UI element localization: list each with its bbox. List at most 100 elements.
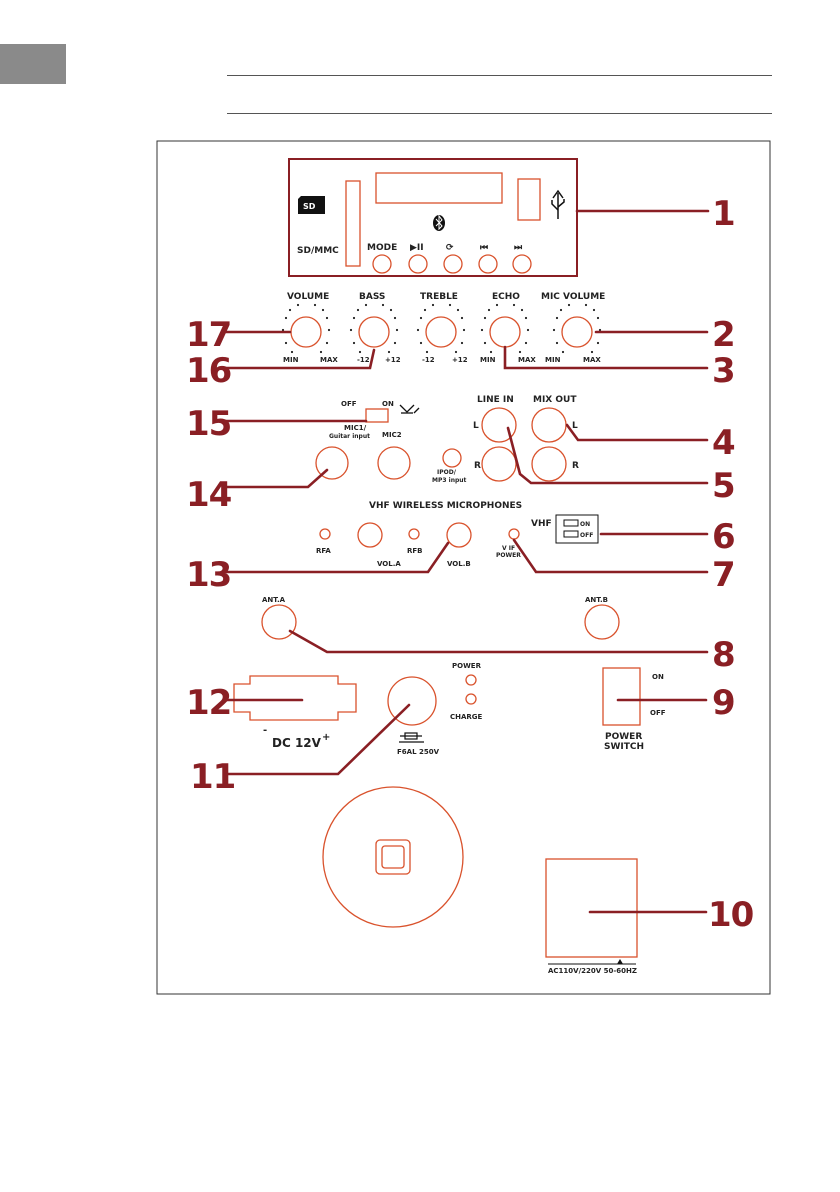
mix-out-label: MIX OUT bbox=[533, 395, 577, 405]
mic-volume-knob[interactable] bbox=[561, 316, 593, 348]
rfb-led bbox=[408, 528, 420, 540]
callout-9: 9 bbox=[712, 683, 735, 723]
treble-min: -12 bbox=[422, 356, 435, 364]
line-in-l-label: L bbox=[473, 421, 479, 431]
callout-2: 2 bbox=[712, 315, 735, 355]
repeat-button[interactable] bbox=[443, 254, 463, 274]
vocal-switch-off: OFF bbox=[341, 400, 357, 408]
mix-out-r-jack[interactable] bbox=[531, 446, 567, 482]
power-switch[interactable] bbox=[602, 667, 641, 726]
prev-button[interactable] bbox=[478, 254, 498, 274]
display-window bbox=[375, 172, 503, 204]
power-switch-label-1: POWER bbox=[605, 732, 642, 742]
callout-17: 17 bbox=[186, 315, 231, 355]
vhf-switch[interactable] bbox=[555, 514, 599, 544]
volume-knob[interactable] bbox=[290, 316, 322, 348]
mic1-jack[interactable] bbox=[315, 446, 349, 480]
charge-led-label: CHARGE bbox=[450, 713, 483, 721]
rfa-label: RFA bbox=[316, 547, 331, 555]
play-pause-label: ▶II bbox=[410, 243, 424, 253]
ipod-sub-label: MP3 input bbox=[432, 477, 467, 484]
ant-b-connector bbox=[584, 604, 620, 640]
callout-8: 8 bbox=[712, 635, 735, 675]
vol-a-label: VOL.A bbox=[377, 560, 401, 568]
vhf-power-label-2: POWER bbox=[496, 552, 521, 559]
prev-label: ⏮ bbox=[480, 243, 488, 253]
media-module bbox=[288, 158, 578, 277]
callout-6: 6 bbox=[712, 517, 735, 557]
mix-out-r-label: R bbox=[572, 461, 579, 471]
mode-button[interactable] bbox=[372, 254, 392, 274]
ant-a-label: ANT.A bbox=[262, 596, 286, 604]
volume-min: MIN bbox=[283, 356, 299, 364]
mix-out-l-jack[interactable] bbox=[531, 407, 567, 443]
callout-lines bbox=[220, 209, 710, 914]
volume-max: MAX bbox=[320, 356, 338, 364]
next-button[interactable] bbox=[512, 254, 532, 274]
vocal-cut-icon bbox=[399, 404, 420, 414]
echo-min: MIN bbox=[480, 356, 496, 364]
callout-14: 14 bbox=[186, 475, 232, 515]
ipod-label: IPOD/ bbox=[437, 469, 457, 476]
section-tab bbox=[0, 44, 66, 84]
ant-b-label: ANT.B bbox=[585, 596, 608, 604]
mic2-jack[interactable] bbox=[377, 446, 411, 480]
svg-text:SD: SD bbox=[303, 202, 316, 211]
power-switch-off: OFF bbox=[650, 709, 666, 717]
dc-socket bbox=[233, 675, 357, 721]
mic-volume-label: MIC VOLUME bbox=[541, 292, 605, 302]
charge-led bbox=[465, 693, 477, 705]
mic1-sub-label: Guitar input bbox=[329, 433, 370, 440]
mix-out-l-label: L bbox=[572, 421, 578, 431]
vhf-power-label-1: V IF bbox=[502, 545, 515, 552]
callout-12: 12 bbox=[186, 683, 231, 723]
mic-volume-min: MIN bbox=[545, 356, 561, 364]
fuse-holder bbox=[387, 676, 437, 726]
callout-5: 5 bbox=[712, 466, 735, 506]
vol-b-label: VOL.B bbox=[447, 560, 471, 568]
vol-b-knob[interactable] bbox=[446, 522, 472, 548]
ac-socket bbox=[545, 858, 638, 958]
power-switch-label-2: SWITCH bbox=[604, 742, 644, 752]
line-in-r-jack[interactable] bbox=[481, 446, 517, 482]
treble-label: TREBLE bbox=[420, 292, 458, 302]
volume-label: VOLUME bbox=[287, 292, 329, 302]
vol-a-knob[interactable] bbox=[357, 522, 383, 548]
callout-15: 15 bbox=[186, 404, 231, 444]
ac-label: AC110V/220V 50-60HZ bbox=[548, 967, 637, 975]
dc-minus: - bbox=[263, 725, 267, 736]
vhf-power-led bbox=[508, 528, 520, 540]
callout-16: 16 bbox=[186, 351, 231, 391]
next-label: ⏭ bbox=[514, 243, 523, 253]
vhf-off-label: OFF bbox=[580, 532, 593, 539]
dc-plus: + bbox=[322, 732, 330, 743]
vocal-cut-switch[interactable] bbox=[365, 408, 389, 423]
header-rule-bottom bbox=[227, 113, 772, 114]
treble-max: +12 bbox=[452, 356, 468, 364]
line-in-r-label: R bbox=[474, 461, 481, 471]
speaker-woofer bbox=[322, 786, 464, 928]
ipod-jack[interactable] bbox=[442, 448, 462, 468]
line-in-label: LINE IN bbox=[477, 395, 514, 405]
speaker-cap-outer bbox=[375, 839, 411, 875]
speaker-cap-inner bbox=[381, 845, 405, 869]
header-rule-top bbox=[227, 75, 772, 76]
echo-knob[interactable] bbox=[489, 316, 521, 348]
ant-a-connector bbox=[261, 604, 297, 640]
play-pause-button[interactable] bbox=[408, 254, 428, 274]
sd-mmc-label: SD/MMC bbox=[297, 246, 339, 256]
treble-knob[interactable] bbox=[425, 316, 457, 348]
dc-label: DC 12V bbox=[272, 736, 322, 750]
line-in-l-jack[interactable] bbox=[481, 407, 517, 443]
echo-label: ECHO bbox=[492, 292, 520, 302]
callout-13: 13 bbox=[186, 555, 231, 595]
mic1-label: MIC1/ bbox=[344, 424, 367, 432]
bass-max: +12 bbox=[385, 356, 401, 364]
knob-dots bbox=[281, 303, 602, 354]
usb-port bbox=[517, 178, 541, 221]
bass-min: -12 bbox=[357, 356, 370, 364]
bass-knob[interactable] bbox=[358, 316, 390, 348]
diagram-frame bbox=[156, 140, 771, 995]
mic-volume-max: MAX bbox=[583, 356, 601, 364]
